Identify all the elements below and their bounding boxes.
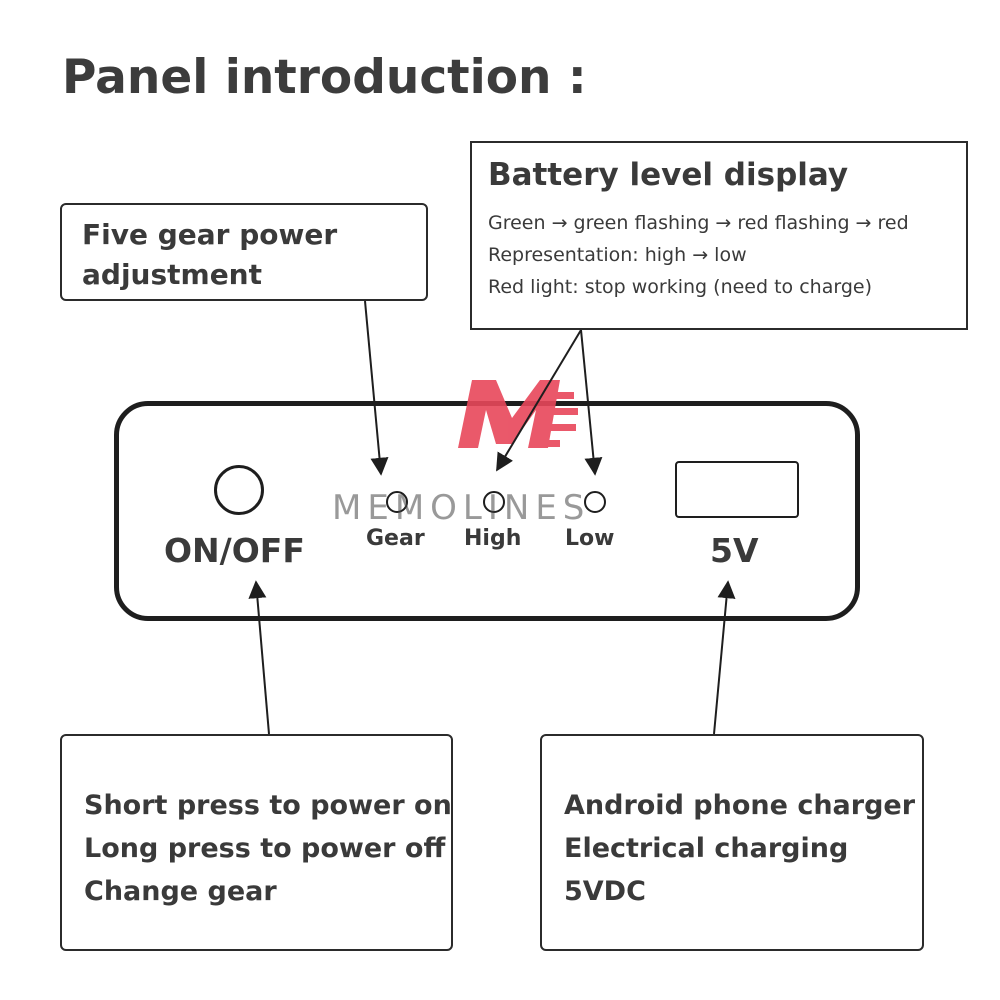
gear-heading-line-1: Five gear power [82, 218, 338, 251]
onoff-line-1: Short press to power on [84, 790, 452, 821]
callout-gear-adjustment: Five gear power adjustment [60, 203, 428, 301]
page-title: Panel introduction : [62, 50, 587, 105]
callout-charger: Android phone charger Electrical chargin… [540, 734, 924, 951]
watermark-text: MEMOLINES [332, 488, 591, 528]
port-label: 5V [710, 531, 759, 570]
battery-line-1: Green → green flashing → red flashing → … [488, 212, 909, 234]
onoff-line-2: Long press to power off [84, 833, 446, 864]
high-led-icon [483, 491, 505, 513]
charger-line-1: Android phone charger [564, 790, 916, 821]
onoff-line-3: Change gear [84, 876, 277, 907]
battery-line-3: Red light: stop working (need to charge) [488, 276, 872, 298]
charger-line-3: 5VDC [564, 876, 646, 907]
gear-heading-line-2: adjustment [82, 258, 263, 291]
callout-on-off: Short press to power on Long press to po… [60, 734, 453, 951]
indicator-label-low: Low [565, 526, 615, 551]
indicator-label-high: High [464, 526, 522, 551]
gear-led-icon [386, 491, 408, 513]
low-led-icon [584, 491, 606, 513]
usb-port-icon [675, 461, 799, 518]
power-label: ON/OFF [164, 531, 305, 570]
battery-heading: Battery level display [488, 157, 849, 193]
power-button-icon [214, 465, 264, 515]
callout-battery-level: Battery level display Green → green flas… [470, 141, 968, 330]
charger-line-2: Electrical charging [564, 833, 849, 864]
indicator-label-gear: Gear [366, 526, 425, 551]
battery-line-2: Representation: high → low [488, 244, 747, 266]
